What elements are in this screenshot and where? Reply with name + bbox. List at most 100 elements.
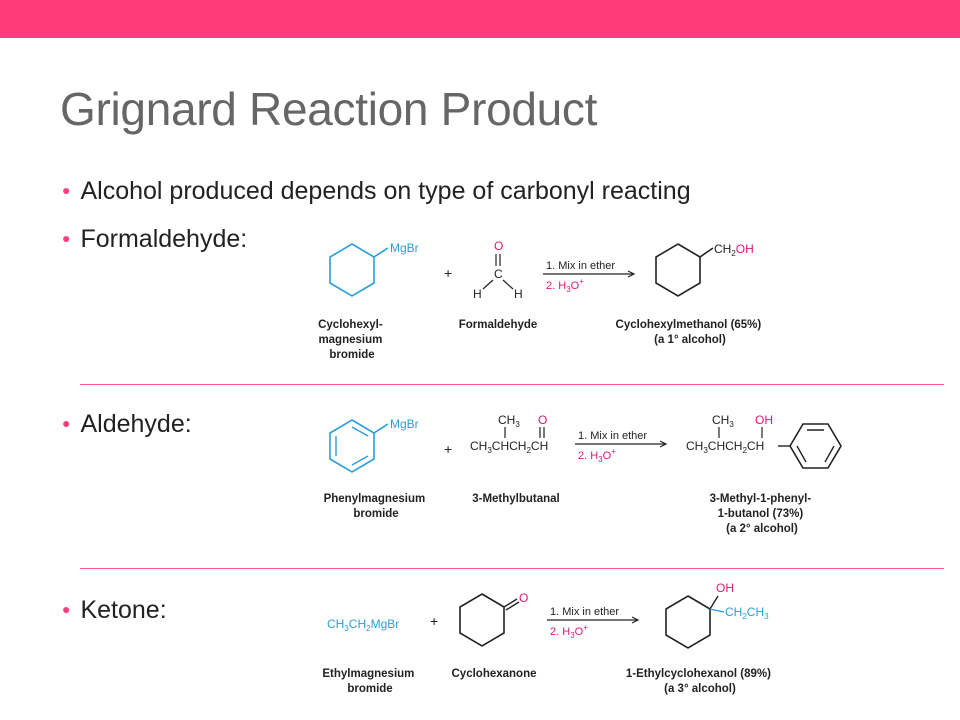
label-carbonyl: Formaldehyde (459, 319, 538, 331)
label-line: Phenylmagnesium (324, 493, 426, 505)
double-bond (505, 601, 520, 611)
bullet-text: Alcohol produced depends on type of carb… (80, 177, 691, 205)
carbon-atom: C (494, 267, 503, 281)
bullet-dot: ● (62, 182, 71, 198)
bullet-formaldehyde: ● Formaldehyde: (62, 225, 247, 254)
label-line: 3-Methyl-1-phenyl- (710, 493, 812, 505)
divider-line (80, 384, 944, 385)
aromatic-bond (351, 426, 369, 437)
reaction-step-1: 1. Mix in ether (578, 430, 647, 442)
chain-text: CH (470, 439, 487, 453)
step-superscript: + (583, 623, 588, 632)
label-reagent: Phenylmagnesium bromide (324, 493, 429, 520)
hydroxyl-text: OH (736, 242, 754, 256)
reaction-step-2: 2. H3O+ (550, 623, 588, 640)
bullet-carbonyl-type: ● Alcohol produced depends on type of car… (62, 177, 691, 206)
bond-line (482, 279, 494, 290)
plus-sign: + (430, 613, 438, 629)
aromatic-bond (796, 445, 807, 463)
bullet-dot: ● (62, 415, 71, 431)
label-line: bromide (347, 683, 392, 695)
chain-text: CHCH (492, 439, 527, 453)
chain-subscript: 3 (703, 446, 708, 455)
step-text: O (575, 626, 584, 638)
chain-text: CH (531, 439, 548, 453)
label-line: bromide (353, 508, 398, 520)
mgbr-group: MgBr (390, 417, 419, 431)
group-subscript: 2 (742, 612, 747, 621)
cyclohexyl-ring (329, 243, 375, 297)
bullet-dot: ● (62, 601, 71, 617)
label-reagent: Cyclohexyl- magnesium bromide (318, 319, 386, 361)
hydrogen-atom: H (514, 287, 523, 301)
group-text: CH (712, 413, 729, 427)
reaction-step-1: 1. Mix in ether (550, 606, 619, 618)
group-text: CH (725, 605, 742, 619)
double-bond (503, 598, 518, 608)
product-ring (655, 243, 701, 297)
arrow-head (627, 270, 636, 278)
ethyl-group: CH2CH3 (725, 605, 769, 621)
label-line: Ethylmagnesium (322, 668, 414, 680)
reagent-text: MgBr (371, 617, 400, 631)
methyl-group: CH3 (712, 413, 734, 429)
label-line: 1-butanol (73%) (718, 508, 804, 520)
arrow-head (631, 616, 640, 624)
oxygen-atom: O (519, 591, 528, 605)
bond-line (709, 608, 725, 613)
bond-line (373, 423, 389, 434)
formaldehyde-reaction-scheme: MgBr + O C H H 1. Mix in ether 2. H3O+ C… (318, 239, 765, 361)
chain-subscript: 2 (526, 446, 531, 455)
label-product: 1-Ethylcyclohexanol (89%) (a 3° alcohol) (626, 668, 774, 695)
step-superscript: + (611, 447, 616, 456)
step-text: O (571, 280, 580, 292)
step-subscript: 3 (570, 631, 575, 640)
label-line: Cyclohexylmethanol (65%) (616, 319, 762, 331)
aromatic-bond (824, 445, 835, 463)
label-line: (a 1° alcohol) (654, 334, 726, 346)
label-product: 3-Methyl-1-phenyl- 1-butanol (73%) (a 2°… (710, 493, 815, 535)
hydrogen-atom: H (473, 287, 482, 301)
reagent-text: CH (349, 617, 366, 631)
chain-subscript: 2 (742, 446, 747, 455)
ethylmagnesium-bromide: CH3CH2MgBr (327, 617, 399, 633)
label-carbonyl: Cyclohexanone (452, 668, 537, 680)
chain-text: CH (747, 439, 764, 453)
aldehyde-chain: CH3CHCH2CH (470, 439, 548, 455)
bond-line (699, 247, 714, 258)
step-subscript: 3 (566, 285, 571, 294)
group-text: CH (747, 605, 764, 619)
bond-line (502, 279, 514, 290)
group-text: CH (714, 242, 731, 256)
top-accent-bar (0, 0, 960, 38)
cyclohexanone-ring (459, 593, 505, 647)
step-text: O (603, 450, 612, 462)
chain-subscript: 3 (487, 446, 492, 455)
plus-sign: + (444, 441, 452, 457)
label-carbonyl: 3-Methylbutanal (472, 493, 560, 505)
bond-line (709, 595, 719, 610)
product-ring (665, 595, 711, 649)
reagent-text: CH (327, 617, 344, 631)
label-product: Cyclohexylmethanol (65%) (a 1° alcohol) (616, 319, 765, 346)
reagent-subscript: 2 (366, 624, 371, 633)
product-chain: CH3CHCH2CH (686, 439, 764, 455)
phenyl-ring (789, 423, 842, 469)
ch2oh-group: CH2OH (714, 242, 754, 258)
aldehyde-reaction-scheme: MgBr + CH3 O CH3CHCH2CH 1. Mix in ether … (324, 413, 842, 535)
step-subscript: 3 (598, 455, 603, 464)
group-subscript: 3 (729, 420, 734, 429)
hydroxyl-group: OH (755, 413, 773, 427)
bullet-aldehyde: ●Aldehyde: (62, 410, 192, 439)
label-line: (a 2° alcohol) (726, 523, 798, 535)
chain-text: CH (686, 439, 703, 453)
bullet-text: Formaldehyde: (80, 225, 248, 253)
oxygen-atom: O (538, 413, 547, 427)
bullet-dot: ● (62, 230, 71, 246)
label-line: bromide (329, 349, 374, 361)
label-line: (a 3° alcohol) (664, 683, 736, 695)
chain-text: CHCH (708, 439, 743, 453)
bond-line (373, 247, 389, 258)
label-reagent: Ethylmagnesium bromide (322, 668, 417, 695)
group-subscript: 3 (515, 420, 520, 429)
